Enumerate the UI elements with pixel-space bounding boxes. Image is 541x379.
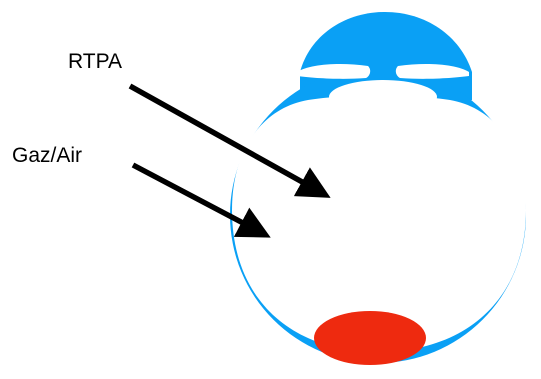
gas-air-arrow <box>131 162 271 238</box>
red-clot <box>314 311 426 365</box>
rtpa-label: RTPA <box>68 50 122 73</box>
vitreous-cavity <box>232 95 526 352</box>
iris-left <box>297 64 371 79</box>
rtpa-arrow <box>128 83 331 198</box>
eyeball <box>230 12 526 363</box>
gas-air-label: Gaz/Air <box>12 144 82 167</box>
iris-right <box>395 64 469 79</box>
lens <box>329 80 437 114</box>
